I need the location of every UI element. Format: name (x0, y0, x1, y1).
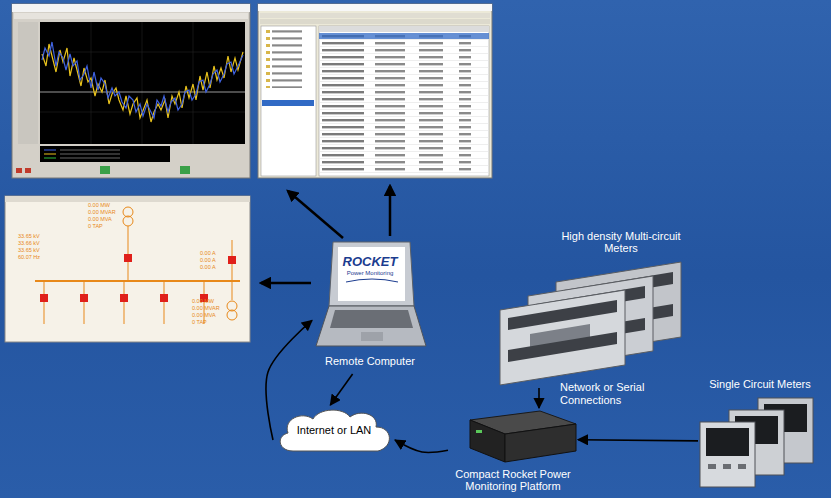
measurement-value: 0 TAP (88, 223, 103, 230)
window-frame (5, 196, 250, 342)
legend-panel (40, 146, 170, 162)
measurement-value: 0.00 MVAR (88, 209, 116, 216)
connection-label: Network or Serial Connections (560, 381, 655, 407)
trace-yellow (42, 44, 243, 122)
table-screenshot (258, 4, 492, 178)
platform-node: Compact Rocket Power Monitoring Platform (448, 408, 578, 496)
measurement-value: 0 TAP (192, 319, 207, 326)
title-bar (12, 4, 250, 12)
window-frame (12, 4, 250, 178)
meter-display (706, 428, 749, 456)
menu-bar (5, 196, 250, 202)
tree-items (262, 28, 316, 88)
toolbar-icons (16, 166, 190, 174)
network-connector (395, 440, 448, 452)
status-led (476, 430, 482, 433)
single-line-wiring (35, 207, 240, 324)
multi-meter-node: High density Multi-circuit Meters (495, 228, 695, 388)
breaker-symbols (40, 254, 236, 302)
axis-panel (18, 22, 38, 144)
zero-line (40, 92, 245, 93)
touchpad (361, 332, 383, 341)
table-panel (319, 26, 489, 176)
menu-bar (260, 13, 490, 18)
trace-blue (42, 42, 243, 118)
device-caption: High density Multi-circuit Meters (547, 230, 695, 254)
keyboard (330, 310, 413, 328)
selected-row (319, 33, 489, 39)
chart-screenshot (12, 4, 250, 178)
selected-tree-item (262, 100, 314, 106)
brand-subtitle: Power Monitoring (312, 269, 428, 277)
window-frame (258, 4, 492, 178)
title-bar (258, 4, 492, 11)
device-front (470, 420, 505, 462)
platform-device (470, 411, 576, 462)
measurement-value: 0.00 MVA (192, 312, 216, 319)
measurement-value: 0.00 A (200, 257, 216, 264)
measurement-value: 0.00 MW (88, 202, 110, 209)
measurement-value: 0.00 A (200, 264, 216, 271)
measurement-value: 0.00 MW (192, 298, 214, 305)
legend-samples (44, 150, 120, 158)
terminal-strip (508, 332, 617, 362)
laptop-base (316, 306, 426, 346)
device-caption: Remote Computer (312, 355, 428, 368)
network-connector (330, 374, 352, 405)
measurement-value: 0.00 MVAR (192, 305, 220, 312)
device-side (505, 424, 576, 462)
network-connector (578, 440, 698, 441)
measurement-value: 0.00 MVA (88, 216, 112, 223)
measurement-value: 33.65 kV (18, 233, 40, 240)
single-meter-node: Single Circuit Meters (698, 376, 822, 494)
tree-panel (261, 26, 316, 176)
meter-face (700, 422, 755, 487)
tool-bar (260, 19, 490, 24)
logo-swoosh (346, 279, 398, 282)
brand-logo: ROCKET (312, 254, 428, 269)
cloud-label: Internet or LAN (273, 424, 395, 437)
device-caption: Compact Rocket Power Monitoring Platform (448, 468, 578, 492)
laptop-node: ROCKETPower MonitoringRemote Computer (312, 240, 428, 374)
network-connector (538, 388, 540, 408)
measurement-value: 60.07 Hz (18, 254, 40, 261)
network-cloud: Internet or LAN (273, 405, 395, 455)
single-circuit-meters (700, 398, 813, 487)
multi-circuit-meters (500, 262, 681, 385)
menu-bar (14, 13, 248, 19)
table-header (319, 26, 489, 32)
measurement-value: 0.00 A (200, 250, 216, 257)
device-caption: Single Circuit Meters (698, 378, 822, 390)
measurement-value: 33.65 kV (18, 247, 40, 254)
grid-lines (40, 22, 245, 144)
meter-panel (500, 290, 625, 385)
plot-area (40, 22, 245, 144)
measurement-value: 33.66 kV (18, 240, 40, 247)
one-line-screenshot (5, 196, 250, 342)
table-rows (319, 33, 489, 175)
terminal-strip (508, 300, 617, 330)
